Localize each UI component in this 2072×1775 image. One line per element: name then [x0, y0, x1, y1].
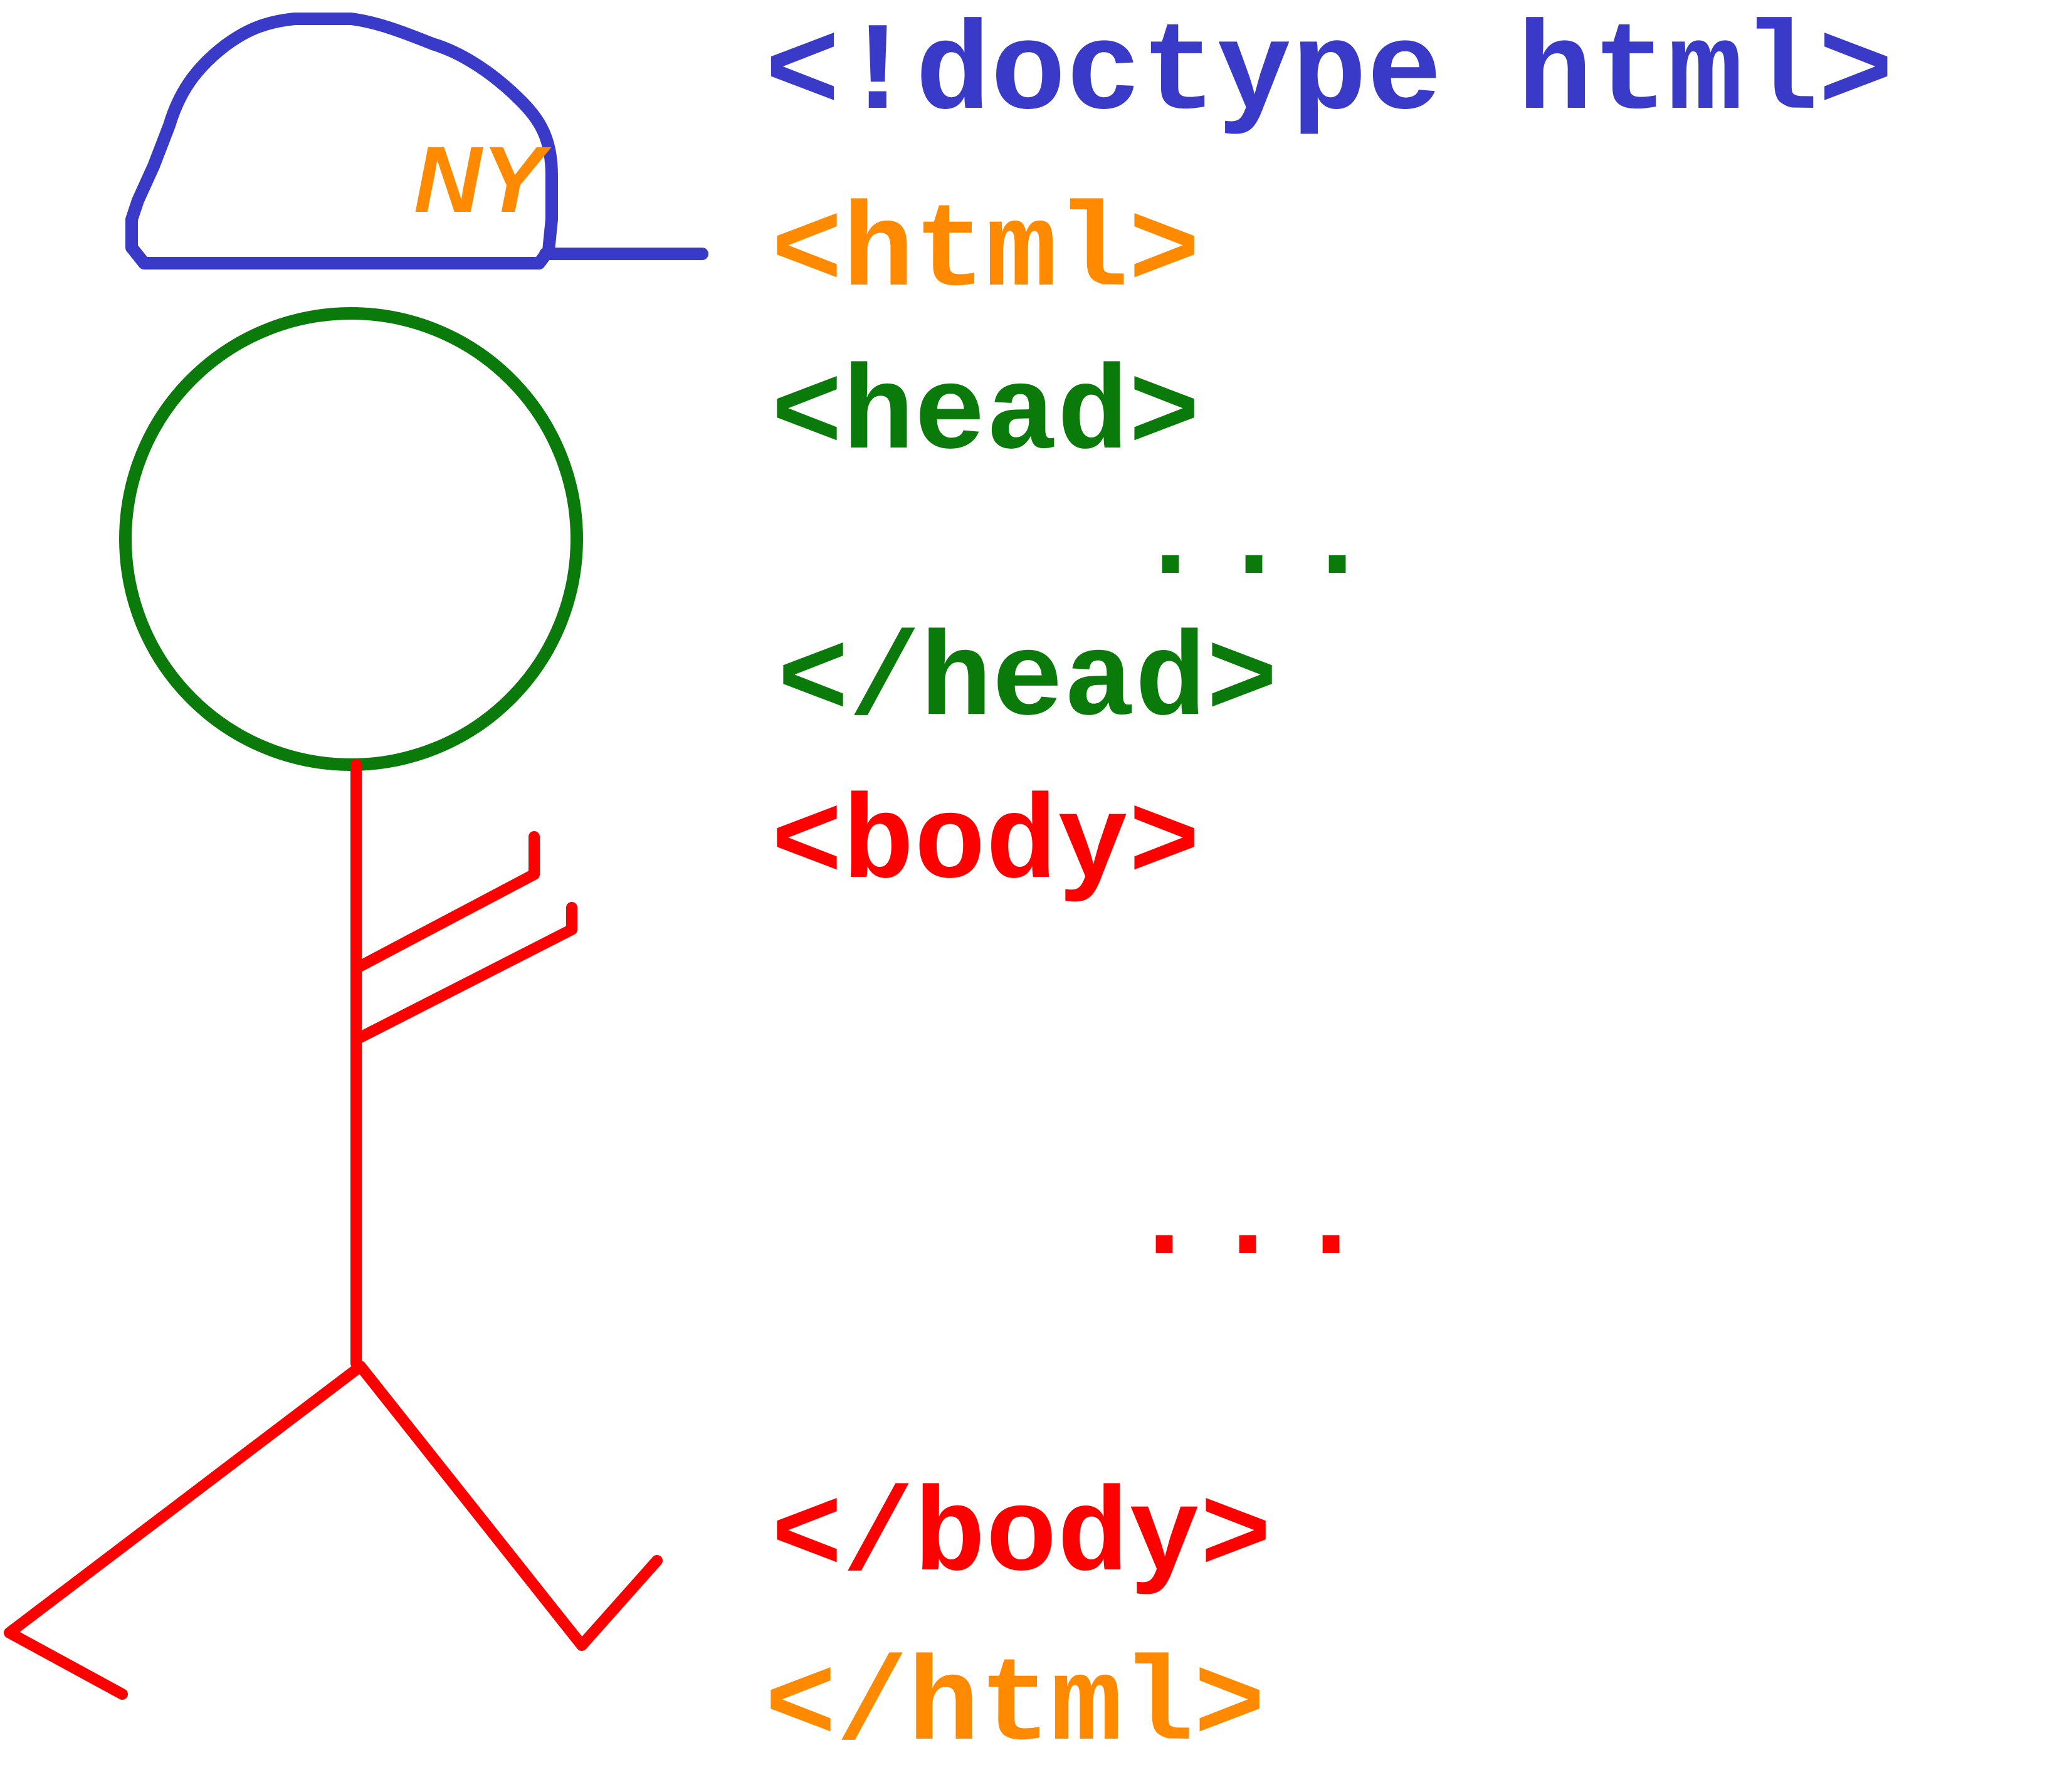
doctype-line: <!doctype html> [765, 4, 1894, 146]
head-ellipsis: ... [1135, 474, 1386, 609]
hat: NY [125, 13, 708, 270]
html-open-line: <html> [771, 186, 1201, 321]
head-open-line: <head> [771, 349, 1201, 484]
head-close-line: </head> [777, 615, 1278, 750]
lower-arm [355, 902, 577, 1043]
body-ellipsis: ... [1128, 1155, 1379, 1289]
upper-arm [350, 831, 540, 974]
stick-body [4, 759, 663, 1700]
right-leg [355, 1361, 663, 1651]
html-close-line: </html> [765, 1640, 1266, 1775]
hat-crown [125, 13, 558, 270]
body-close-line: </body> [771, 1471, 1272, 1606]
body-open-line: <body> [771, 778, 1201, 913]
head-circle [119, 307, 583, 771]
hat-label: NY [414, 127, 552, 232]
left-leg [4, 1361, 366, 1700]
